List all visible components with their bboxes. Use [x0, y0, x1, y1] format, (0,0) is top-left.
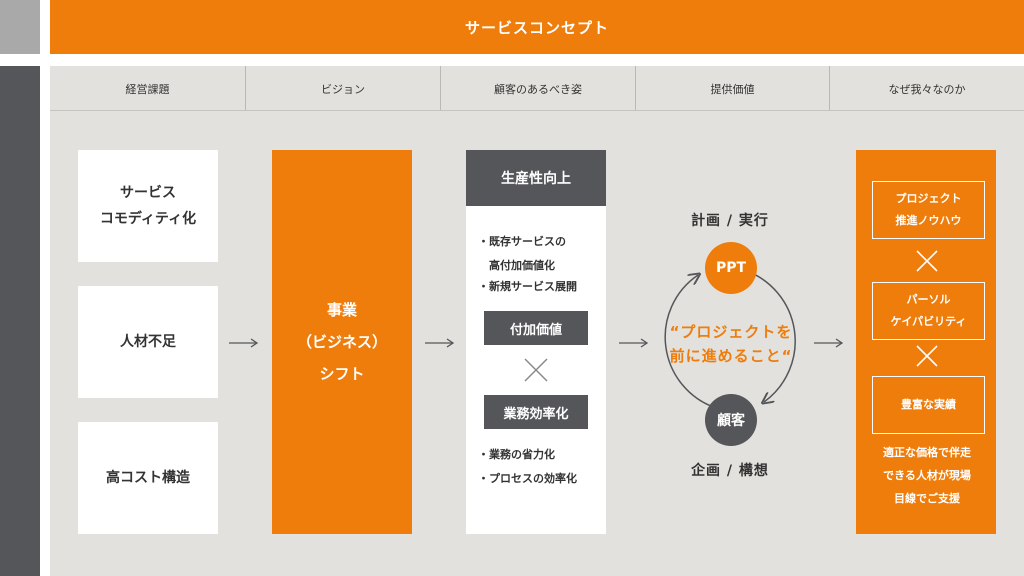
issue-box-commoditization: サービス コモディティ化 [78, 150, 218, 262]
customer-circle: 顧客 [705, 394, 757, 446]
ideal-bullet: ・既存サービスの 高付加価値化 [478, 235, 566, 272]
multiply-icon [524, 358, 548, 382]
column-divider [635, 66, 636, 111]
issue-box-high-cost: 高コスト構造 [78, 422, 218, 534]
column-divider [829, 66, 830, 111]
cycle-top-label: 計画 / 実行 [691, 213, 769, 229]
ideal-header: 生産性向上 [466, 150, 606, 206]
multiply-icon [916, 250, 938, 272]
vision-box: 事業 （ビジネス） シフト [272, 150, 412, 534]
column-divider [440, 66, 441, 111]
column-header-ideal: 顧客のあるべき姿 [494, 82, 582, 96]
ideal-bullet: ・業務の省力化 [478, 448, 555, 461]
column-header-value: 提供価値 [710, 82, 755, 96]
multiply-icon [916, 345, 938, 367]
ideal-bullet: ・プロセスの効率化 [478, 472, 577, 485]
decor-bar-light [0, 0, 40, 54]
why-item-capability: パーソル ケイパビリティ [872, 282, 985, 340]
arrow-right-icon [425, 338, 455, 348]
column-header-vision: ビジョン [321, 82, 365, 96]
why-box [856, 150, 996, 534]
page-title: サービスコンセプト [50, 0, 1024, 54]
why-item-know-how: プロジェクト 推進ノウハウ [872, 181, 985, 239]
cycle-arrows [664, 269, 796, 409]
column-header-why: なぜ我々なのか [888, 82, 966, 96]
issue-box-talent-shortage: 人材不足 [78, 286, 218, 398]
decor-bar-dark [0, 66, 40, 576]
header-divider [50, 110, 1024, 111]
ideal-bullet: ・新規サービス展開 [478, 280, 577, 293]
ideal-label-efficiency: 業務効率化 [484, 395, 588, 429]
why-footer-text: 適正な価格で伴走 できる人材が現場 目線でご支援 [883, 446, 971, 505]
ideal-label-added-value: 付加価値 [484, 311, 588, 345]
arrow-right-icon [229, 338, 259, 348]
arrow-right-icon [619, 338, 649, 348]
value-statement: “プロジェクトを 前に進めること“ [669, 323, 793, 365]
why-item-track-record: 豊富な実績 [872, 376, 985, 434]
column-divider [245, 66, 246, 111]
ppt-circle: PPT [705, 242, 757, 294]
column-header-issues: 経営課題 [125, 82, 170, 96]
cycle-bottom-label: 企画 / 構想 [691, 463, 769, 479]
arrow-right-icon [814, 338, 844, 348]
